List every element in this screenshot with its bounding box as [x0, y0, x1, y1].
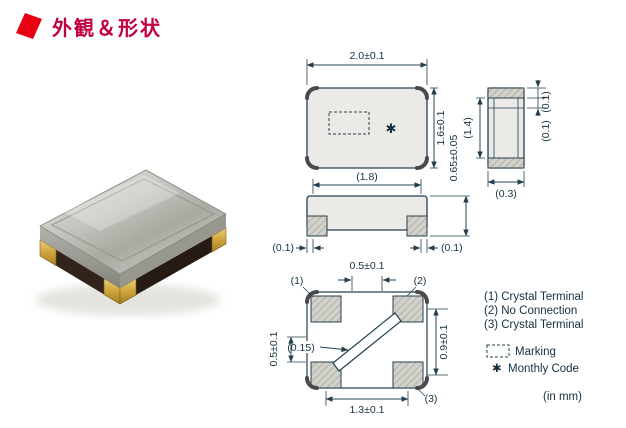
dim-pad-height: 0.5±0.1	[268, 331, 280, 366]
legend: (1) Crystal Terminal (2) No Connection (…	[484, 291, 583, 403]
legend-monthly-symbol: ✱	[492, 363, 502, 375]
legend-pin-1: (1) Crystal Terminal	[484, 291, 583, 303]
end-view: (1.4) (0.1) (0.1) (0.3)	[462, 80, 552, 200]
dim-front-left-wrap: (0.1)	[272, 242, 294, 254]
dim-pad-width: 0.5±0.1	[350, 260, 385, 272]
dim-top-height: 1.6±0.1	[435, 110, 447, 145]
front-terminal-right	[406, 215, 428, 237]
end-cap-top	[487, 87, 525, 99]
legend-pin-2: (2) No Connection	[484, 305, 577, 317]
bottom-view: 0.5±0.1 (1) (2) (3) (0.15) 0.5±0.1 0.9±0…	[268, 260, 450, 416]
castellation-top-right	[415, 86, 429, 100]
legend-marking-label: Marking	[515, 346, 556, 358]
dim-top-width: 2.0±0.1	[350, 50, 385, 62]
castellation-bottom-left	[305, 156, 319, 170]
pin-label-2: (2)	[414, 275, 427, 287]
dim-pitch-horizontal: 1.3±0.1	[350, 404, 385, 416]
end-cap-bottom	[487, 157, 525, 169]
pin-label-1: (1)	[291, 275, 304, 287]
dim-pitch-vertical: 0.9±0.1	[438, 324, 450, 359]
dim-thickness: 0.65±0.05	[448, 135, 460, 182]
dim-strip-gap: (0.15)	[287, 342, 314, 354]
photo-shadow	[36, 284, 220, 316]
section-header: 外観＆形状	[16, 12, 162, 41]
dim-end-cap-top: (0.1)	[540, 91, 552, 113]
monthly-code-asterisk: ✱	[386, 121, 397, 136]
diagonal-connection-strip	[332, 312, 402, 372]
castellation-top-left	[305, 86, 319, 100]
technical-drawing: ✱ 2.0±0.1 1.6±0.1 (1.8) 0.6	[268, 50, 583, 416]
gold-terminals	[39, 227, 227, 305]
dim-end-lid-step: (0.1)	[540, 120, 552, 142]
dim-front-body-width: (1.8)	[356, 171, 378, 183]
page-title: 外観＆形状	[52, 18, 162, 40]
front-view: (1.8) 0.65±0.05 (0.1) (0.1)	[272, 135, 470, 254]
dim-end-width: (0.3)	[495, 188, 517, 200]
units-label: (in mm)	[543, 391, 582, 403]
marking-area-box	[328, 111, 370, 135]
component-photo	[36, 169, 227, 316]
chip-base	[40, 228, 226, 304]
legend-pin-3: (3) Crystal Terminal	[484, 319, 583, 331]
legend-monthly-label: Monthly Code	[508, 363, 579, 375]
section-marker-icon	[16, 13, 42, 39]
front-terminal-left	[306, 215, 328, 237]
dim-front-right-wrap: (0.1)	[441, 242, 463, 254]
marking-legend-icon	[486, 344, 510, 358]
chip-lid	[39, 169, 227, 288]
pad-1	[310, 295, 342, 323]
castellation-bottom-right	[415, 156, 429, 170]
pad-3	[392, 361, 424, 389]
dim-end-inner-height: (1.4)	[462, 117, 474, 139]
top-view: ✱ 2.0±0.1 1.6±0.1	[305, 50, 447, 170]
pin-label-3: (3)	[425, 393, 438, 405]
